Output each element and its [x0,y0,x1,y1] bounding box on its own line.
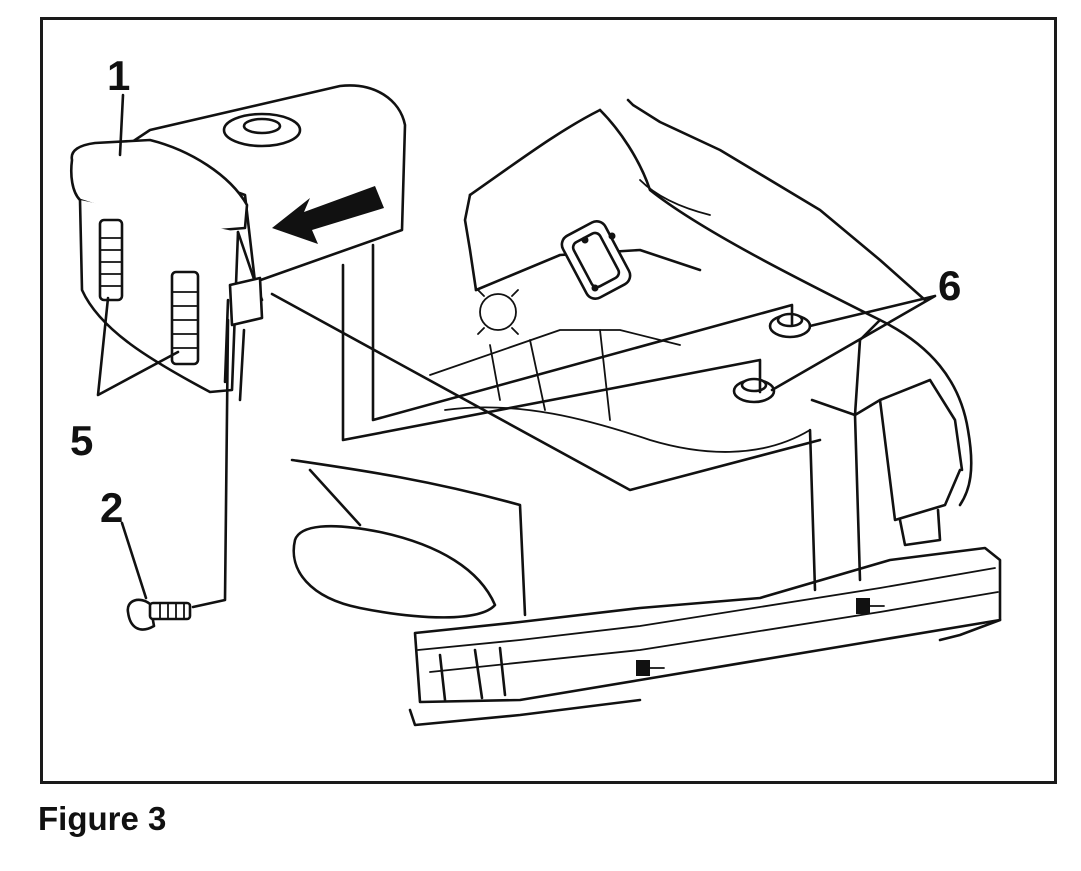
callout-5-pumps: 5 [70,417,94,464]
leader-lines [96,93,937,609]
callout-6-grommets: 6 [938,262,962,309]
vehicle-front-body [290,98,1002,727]
mounting-bolt [126,598,192,631]
callout-2-bolt: 2 [100,484,124,531]
figure-caption: Figure 3 [38,800,167,837]
callout-1-reservoir: 1 [107,52,131,99]
washer-reservoir [69,84,407,402]
